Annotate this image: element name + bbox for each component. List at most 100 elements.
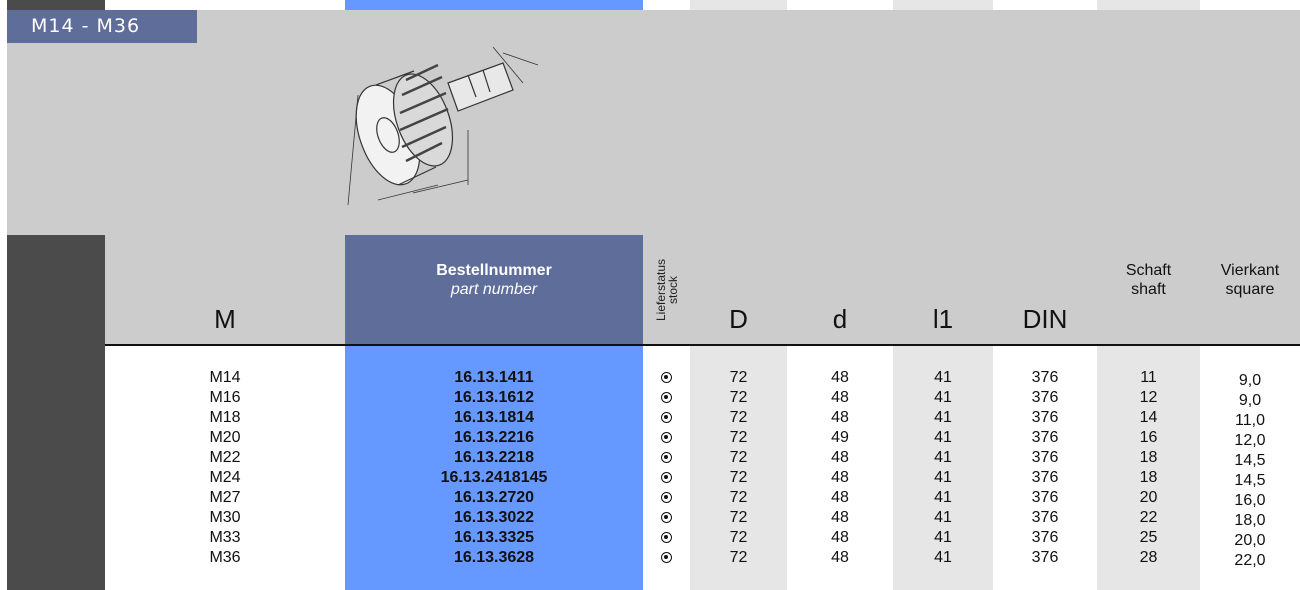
cell-part: 16.13.1814 bbox=[453, 409, 535, 426]
cell-square: 11,0 bbox=[1235, 412, 1265, 429]
cell-din: 376 bbox=[1031, 489, 1059, 506]
cell-din: 376 bbox=[1031, 469, 1059, 486]
radio-dot-icon bbox=[661, 492, 672, 503]
cell-d: 48 bbox=[831, 469, 849, 486]
cell-D: 72 bbox=[729, 509, 748, 526]
cell-l1: 41 bbox=[934, 529, 952, 546]
cell-part: 16.13.1411 bbox=[454, 369, 534, 386]
cell-square: 18,0 bbox=[1234, 512, 1266, 529]
cell-m: M24 bbox=[209, 469, 241, 486]
header-d-label: d bbox=[832, 304, 848, 334]
cell-shaft: 16 bbox=[1139, 429, 1158, 446]
cell-din: 376 bbox=[1031, 369, 1059, 386]
cell-m: M16 bbox=[209, 389, 241, 406]
cell-D: 72 bbox=[729, 409, 748, 426]
cell-D: 72 bbox=[729, 529, 748, 546]
cell-m: M27 bbox=[209, 489, 241, 506]
top-strip-dark bbox=[7, 0, 105, 10]
cell-shaft: 28 bbox=[1139, 549, 1158, 566]
cell-m: M36 bbox=[209, 549, 241, 566]
cell-shaft: 18 bbox=[1139, 469, 1158, 486]
cell-shaft: 25 bbox=[1139, 529, 1158, 546]
cell-l1: 41 bbox=[934, 369, 952, 386]
cell-din: 376 bbox=[1031, 449, 1059, 466]
cell-din: 376 bbox=[1031, 549, 1059, 566]
cell-square: 22,0 bbox=[1234, 552, 1266, 569]
cell-D: 72 bbox=[729, 469, 748, 486]
cell-D: 72 bbox=[729, 549, 748, 566]
cell-D: 72 bbox=[729, 489, 748, 506]
radio-dot-icon bbox=[661, 532, 672, 543]
cell-part: 16.13.3325 bbox=[453, 529, 535, 546]
header-shaft: Schaft shaft bbox=[1097, 235, 1200, 345]
cell-d: 48 bbox=[831, 549, 849, 566]
cell-din: 376 bbox=[1031, 529, 1059, 546]
header-din: DIN bbox=[993, 235, 1097, 345]
cell-square: 20,0 bbox=[1234, 532, 1266, 549]
cell-shaft: 14 bbox=[1139, 409, 1158, 426]
header-divider bbox=[105, 344, 1300, 346]
header-m-label: M bbox=[214, 304, 236, 334]
cell-l1: 41 bbox=[934, 469, 952, 486]
header-l1-label: l1 bbox=[932, 304, 954, 334]
header-part-number-label: Bestellnummer bbox=[436, 262, 552, 279]
header-square: Vierkant square bbox=[1200, 235, 1300, 345]
cell-d: 49 bbox=[831, 429, 849, 446]
header-part-number-en: part number bbox=[450, 281, 538, 298]
top-strip-col-shaft bbox=[1097, 0, 1200, 10]
cell-m: M33 bbox=[209, 529, 241, 546]
radio-dot-icon bbox=[661, 472, 672, 483]
radio-dot-icon bbox=[661, 512, 672, 523]
cell-l1: 41 bbox=[934, 549, 952, 566]
cell-d: 48 bbox=[831, 369, 849, 386]
header-shaft-label: Schaft bbox=[1125, 262, 1172, 279]
header-d: d bbox=[787, 235, 893, 345]
cell-din: 376 bbox=[1031, 409, 1059, 426]
radio-dot-icon bbox=[661, 372, 672, 383]
header-D: D bbox=[690, 235, 787, 345]
cell-l1: 41 bbox=[934, 509, 952, 526]
cell-part: 16.13.1612 bbox=[453, 389, 535, 406]
radio-dot-icon bbox=[661, 412, 672, 423]
header-stock-en: stock bbox=[665, 275, 680, 305]
header-part-number: Bestellnummer part number bbox=[345, 235, 643, 345]
cell-m: M14 bbox=[209, 369, 241, 386]
radio-dot-icon bbox=[661, 452, 672, 463]
left-sidebar-block bbox=[7, 235, 105, 590]
radio-dot-icon bbox=[661, 392, 672, 403]
cell-D: 72 bbox=[729, 429, 748, 446]
cell-square: 9,0 bbox=[1238, 392, 1262, 409]
cell-part: 16.13.3628 bbox=[453, 549, 535, 566]
cell-square: 14,5 bbox=[1234, 452, 1266, 469]
cell-part: 16.13.2720 bbox=[453, 489, 535, 506]
cell-d: 48 bbox=[831, 529, 849, 546]
header-m: M bbox=[105, 235, 345, 345]
top-strip-col-D bbox=[690, 0, 787, 10]
cell-l1: 41 bbox=[934, 449, 952, 466]
cell-d: 48 bbox=[831, 489, 849, 506]
cell-l1: 41 bbox=[934, 389, 952, 406]
header-l1: l1 bbox=[893, 235, 993, 345]
product-banner bbox=[7, 10, 1300, 235]
cell-shaft: 18 bbox=[1139, 449, 1158, 466]
top-strip-col-l1 bbox=[893, 0, 993, 10]
cell-square: 9,0 bbox=[1238, 372, 1262, 389]
cell-m: M20 bbox=[209, 429, 241, 446]
cell-m: M22 bbox=[209, 449, 241, 466]
header-square-label: Vierkant bbox=[1220, 262, 1280, 279]
cell-l1: 41 bbox=[934, 429, 952, 446]
cell-D: 72 bbox=[729, 389, 748, 406]
header-stock: Lieferstatus stock bbox=[643, 235, 690, 345]
radio-dot-icon bbox=[661, 552, 672, 563]
cell-shaft: 20 bbox=[1139, 489, 1158, 506]
cell-d: 48 bbox=[831, 449, 849, 466]
cell-D: 72 bbox=[729, 369, 748, 386]
size-range-tag: M14 - M36 bbox=[7, 10, 197, 43]
cell-D: 72 bbox=[729, 449, 748, 466]
cell-din: 376 bbox=[1031, 509, 1059, 526]
cell-m: M30 bbox=[209, 509, 241, 526]
top-strip-part-column bbox=[345, 0, 643, 10]
cell-square: 14,5 bbox=[1234, 472, 1266, 489]
cell-l1: 41 bbox=[934, 489, 952, 506]
cell-part: 16.13.2216 bbox=[453, 429, 535, 446]
